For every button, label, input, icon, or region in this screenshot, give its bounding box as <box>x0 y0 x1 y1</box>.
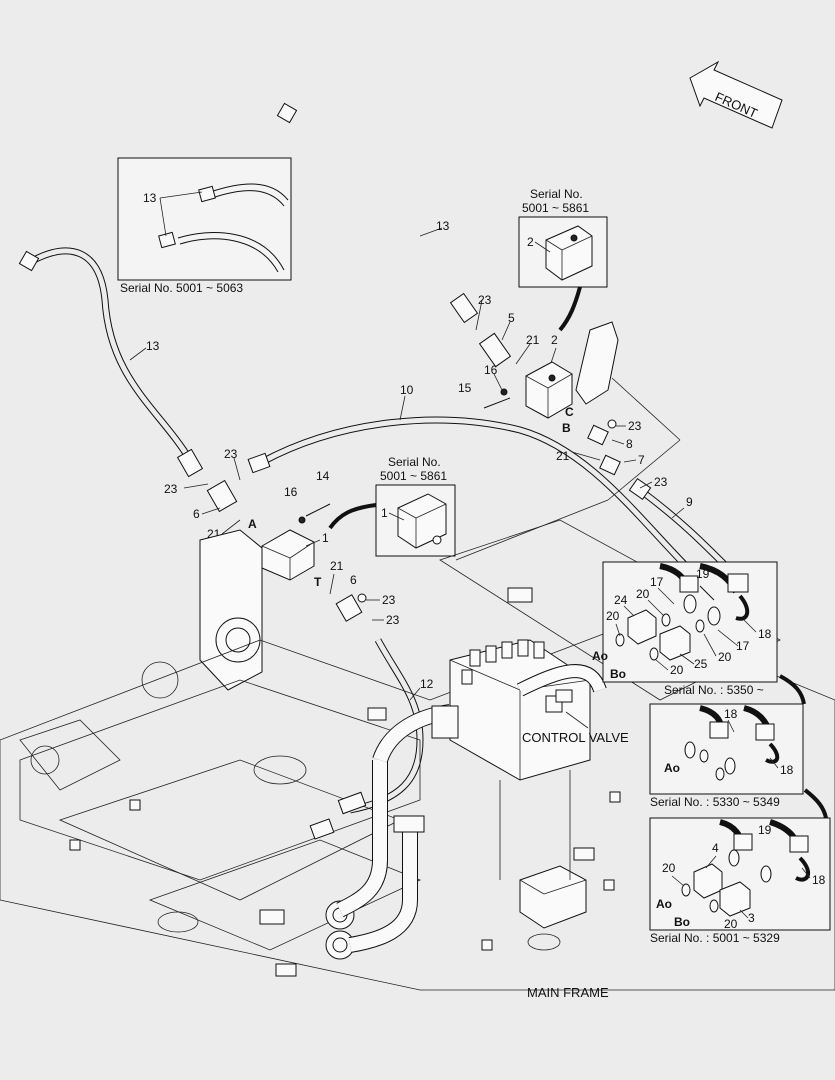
callout-23: 23 <box>654 475 668 489</box>
port-label-bo: Bo <box>674 915 690 929</box>
callout-1: 1 <box>322 531 329 545</box>
inset-right-2: 18 18 Ao Serial No. : 5330 ~ 5349 <box>649 703 828 819</box>
hose-13-left: 13 <box>18 247 204 478</box>
callout-2: 2 <box>527 235 534 249</box>
callout-16: 16 <box>484 363 498 377</box>
control-valve: CONTROL VALVE <box>431 639 629 929</box>
port-label-a: A <box>248 517 257 531</box>
callout-6: 6 <box>350 573 357 587</box>
hose-9: 9 <box>628 477 733 573</box>
front-arrow: FRONT <box>689 60 783 129</box>
inset-hose-variant: 13 Serial No. 5001 ~ 5063 <box>117 157 292 295</box>
callout-20: 20 <box>670 663 684 677</box>
control-valve-label: CONTROL VALVE <box>522 730 629 745</box>
callout-15: 15 <box>458 381 472 395</box>
callout-18: 18 <box>758 627 772 641</box>
upper-valve-assembly: 23 5 21 2 C B 16 15 23 8 21 7 23 <box>458 293 668 489</box>
port-label-t: T <box>314 575 322 589</box>
callout-14: 14 <box>316 469 330 483</box>
callout-20: 20 <box>636 587 650 601</box>
lower-valve-assembly: 23 23 6 21 A 14 16 1 T 21 6 23 23 <box>164 447 400 627</box>
serial-range: 5001 ~ 5861 <box>522 201 589 215</box>
callout-12: 12 <box>420 677 434 691</box>
callout-18: 18 <box>812 873 826 887</box>
serial-label: Serial No. 5001 ~ 5063 <box>120 281 243 295</box>
callout-17: 17 <box>736 639 750 653</box>
inset-valve-2: Serial No. 5001 ~ 5861 2 <box>518 187 608 332</box>
port-label-ao: Ao <box>592 649 608 663</box>
callout-10: 10 <box>400 383 414 397</box>
serial-label: Serial No. : 5001 ~ 5329 <box>650 931 780 945</box>
inset-valve-1: Serial No. 5001 ~ 5861 1 <box>328 455 456 557</box>
callout-6: 6 <box>193 507 200 521</box>
callout-20: 20 <box>662 861 676 875</box>
main-frame-label: MAIN FRAME <box>527 985 609 1000</box>
inset-right-3: 4 19 20 18 20 3 Ao Bo Serial No. : 5001 … <box>649 817 831 945</box>
callout-3: 3 <box>748 911 755 925</box>
callout-8: 8 <box>626 437 633 451</box>
callout-21: 21 <box>526 333 540 347</box>
callout-13: 13 <box>436 219 450 233</box>
callout-13: 13 <box>143 191 157 205</box>
serial-title: Serial No. <box>388 455 441 469</box>
callout-13: 13 <box>146 339 160 353</box>
port-label-c: C <box>565 405 574 419</box>
callout-23: 23 <box>478 293 492 307</box>
callout-4: 4 <box>712 841 719 855</box>
hose-13-top: 13 <box>276 98 479 324</box>
serial-title: Serial No. <box>530 187 583 201</box>
callout-7: 7 <box>638 453 645 467</box>
main-frame <box>0 519 835 991</box>
serial-label: Serial No. : 5330 ~ 5349 <box>650 795 780 809</box>
callout-23: 23 <box>224 447 238 461</box>
serial-label: Serial No. : 5350 ~ <box>664 683 764 697</box>
callout-19: 19 <box>696 567 710 581</box>
callout-20: 20 <box>718 650 732 664</box>
callout-21: 21 <box>556 449 570 463</box>
callout-1: 1 <box>381 506 388 520</box>
inset-right-1: 17 19 24 20 20 18 17 20 25 20 Ao Bo Seri… <box>592 561 806 705</box>
callout-23: 23 <box>628 419 642 433</box>
callout-18: 18 <box>724 707 738 721</box>
hose-10: 10 <box>247 383 693 573</box>
callout-20: 20 <box>724 917 738 931</box>
callout-24: 24 <box>614 593 628 607</box>
callout-25: 25 <box>694 657 708 671</box>
port-label-ao: Ao <box>656 897 672 911</box>
callout-9: 9 <box>686 495 693 509</box>
callout-20: 20 <box>606 609 620 623</box>
callout-18: 18 <box>780 763 794 777</box>
port-label-b: B <box>562 421 571 435</box>
callout-2: 2 <box>551 333 558 347</box>
callout-17: 17 <box>650 575 664 589</box>
callout-23: 23 <box>164 482 178 496</box>
callout-21: 21 <box>330 559 344 573</box>
callout-23: 23 <box>386 613 400 627</box>
port-label-ao: Ao <box>664 761 680 775</box>
serial-range: 5001 ~ 5861 <box>380 469 447 483</box>
callout-5: 5 <box>508 311 515 325</box>
callout-16: 16 <box>284 485 298 499</box>
callout-23: 23 <box>382 593 396 607</box>
callout-19: 19 <box>758 823 772 837</box>
port-label-bo: Bo <box>610 667 626 681</box>
